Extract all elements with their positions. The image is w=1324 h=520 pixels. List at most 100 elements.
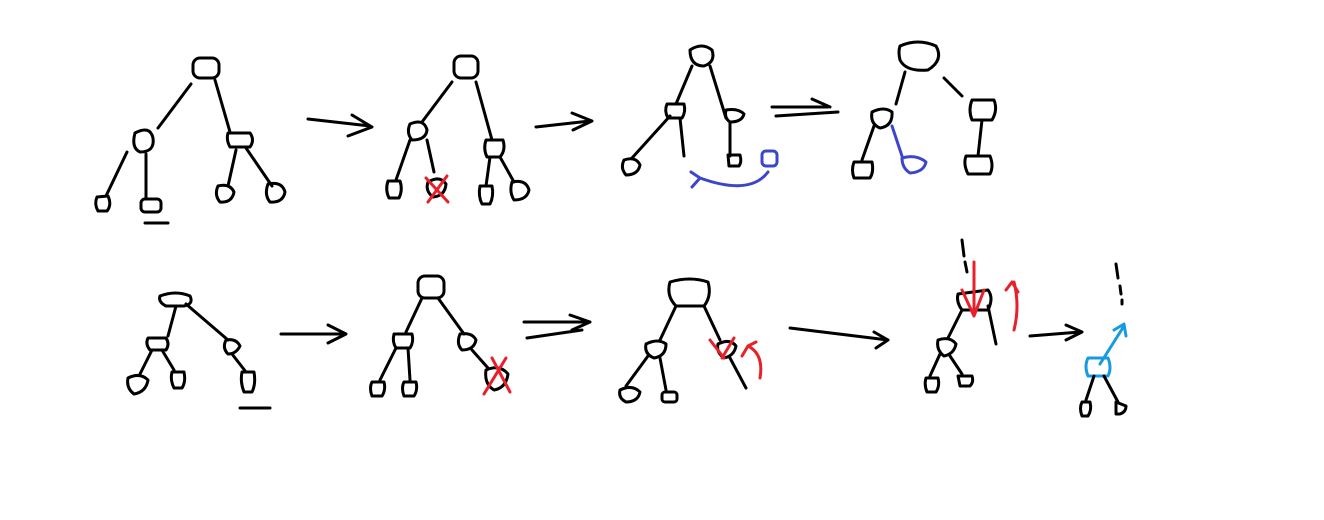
moved-leaf-node — [760, 149, 779, 168]
right-child-node — [222, 338, 242, 356]
arrow-swap — [770, 97, 840, 118]
edge-root-left — [166, 304, 178, 338]
top-frame-3-tree — [620, 44, 779, 189]
bottom-frame-5-tree — [1079, 262, 1128, 418]
delete-cross-icon — [482, 356, 512, 396]
moved-leaf-node — [900, 155, 928, 175]
leaf-node — [169, 370, 187, 390]
top-frame-1-tree — [94, 56, 287, 225]
rotate-arrow-icon — [1004, 280, 1020, 332]
edge-root-left — [674, 64, 694, 106]
edge-left-leaf-a — [378, 346, 398, 382]
leaf-node — [369, 380, 387, 398]
arrow-right — [279, 323, 348, 345]
left-child-node — [644, 339, 668, 360]
leaf-node-deleted — [425, 177, 448, 199]
left-child-node — [406, 120, 429, 142]
delete-cross-icon — [424, 174, 450, 204]
arrow-right — [534, 111, 594, 132]
right-child-node — [456, 332, 478, 352]
left-child-node — [664, 102, 687, 120]
leaf-node-target — [139, 197, 163, 214]
move-arrow-icon — [689, 170, 770, 189]
leaf-node — [214, 183, 236, 204]
leaf-node — [385, 179, 403, 200]
left-child-node — [391, 332, 415, 350]
promoted-node — [1084, 356, 1112, 378]
top-frame-4-tree — [851, 40, 998, 180]
rotate-arrow-icon — [740, 340, 763, 380]
leaf-node — [726, 153, 743, 168]
left-child-node — [936, 337, 958, 358]
leaf-node — [618, 385, 642, 404]
edge-root-right — [474, 80, 494, 142]
edge-left-leaf-a — [928, 352, 942, 378]
edge-moved-leaf — [890, 124, 904, 158]
leaf-node — [660, 390, 679, 404]
arrow-right — [1028, 323, 1084, 342]
leaf-node — [401, 380, 419, 398]
leaf-node — [509, 179, 531, 202]
leaf-node — [923, 376, 941, 394]
leaf-node — [1114, 400, 1128, 416]
edge-root-right — [436, 296, 466, 336]
edge-right-leaf — [728, 356, 748, 390]
parent-link-dashed — [1114, 262, 1124, 306]
edge-root-left — [156, 82, 193, 130]
edge-left-leaf-b — [658, 356, 668, 392]
right-child-node — [724, 108, 746, 124]
leaf-node — [851, 160, 875, 180]
root-node — [897, 40, 941, 72]
edge-root-right-cut — [986, 304, 998, 346]
leaf-node — [126, 373, 150, 396]
edge-root-right — [708, 64, 728, 120]
edge-root-right — [184, 302, 230, 342]
edge-left-leaf-a — [394, 138, 412, 182]
edge-right-leaf — [230, 352, 248, 374]
root-node — [688, 44, 715, 68]
edge-root-left — [946, 308, 964, 340]
root-node — [667, 277, 711, 308]
leaf-node — [963, 154, 994, 176]
parent-link-dashed — [960, 238, 969, 274]
edge-right-leaf-a — [484, 155, 492, 188]
edge-right-leaf-b — [498, 155, 516, 184]
edge-right-leaf-a — [226, 148, 238, 188]
root-node — [191, 56, 221, 80]
right-child-node — [483, 138, 506, 159]
edge-root-left — [404, 296, 424, 334]
left-child-node — [870, 107, 894, 130]
edge-right-leaf — [976, 118, 984, 158]
edge-right-leaf-b — [244, 146, 274, 188]
edge-left-leaf-b — [406, 346, 412, 382]
edge-leaf-a — [1084, 374, 1096, 402]
edge-left-leaf-a — [630, 114, 672, 160]
edge-root-right — [942, 76, 964, 98]
arrow-right — [788, 326, 890, 350]
leaf-node — [264, 181, 287, 204]
bottom-frame-2-tree — [369, 274, 512, 398]
edge-root-right — [213, 78, 232, 134]
edge-root-right — [702, 304, 722, 342]
delete-cross-icon — [708, 336, 736, 360]
edge-leaf-b — [1102, 374, 1120, 404]
root-node — [416, 274, 446, 300]
bottom-frame-3-tree — [618, 277, 763, 404]
leaf-node-target — [239, 370, 257, 394]
edge-left-leaf-b — [425, 138, 436, 174]
edge-left-leaf — [860, 124, 876, 162]
leaf-node — [94, 194, 112, 213]
edge-left-leaf-b — [160, 348, 176, 372]
edge-left-leaf-a — [624, 354, 650, 388]
leaf-node — [956, 374, 975, 388]
bottom-frame-4-tree — [923, 238, 1020, 394]
leaf-node — [1079, 400, 1093, 418]
right-child-node — [968, 98, 998, 122]
arrow-right — [522, 313, 592, 340]
edge-left-leaf-a — [138, 348, 154, 376]
leaf-node — [620, 157, 642, 177]
push-down-arrow-icon — [960, 260, 986, 318]
edge-root-left — [658, 304, 678, 342]
root-node — [158, 291, 193, 308]
